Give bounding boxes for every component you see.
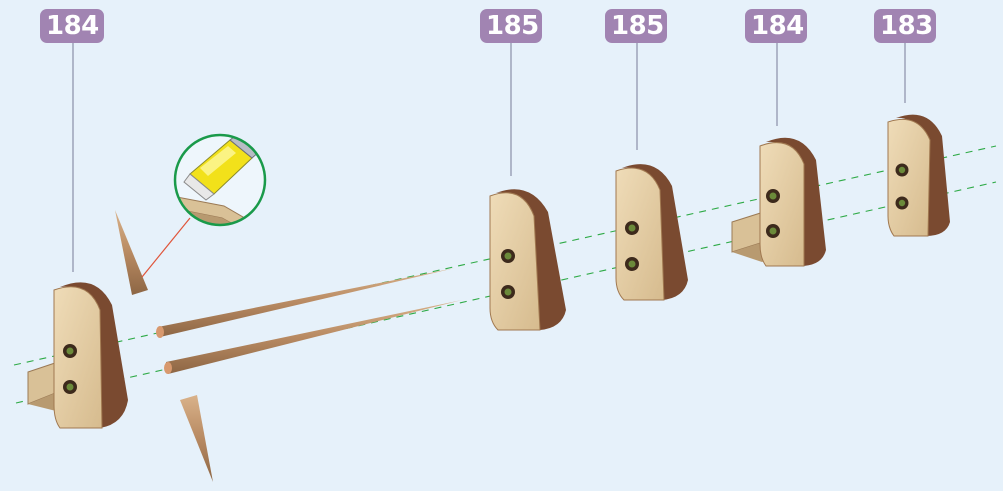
part-number-badge: 183 [874,9,936,43]
glue-callout [141,133,267,278]
peg-lower [180,395,213,482]
dowels [115,210,462,482]
part-number-badge: 185 [480,9,542,43]
part-number-badge: 184 [40,9,104,43]
part-183 [887,114,950,237]
dowel-upper [158,268,455,337]
upper-guide-line [13,145,997,366]
part-number-badge: 184 [745,9,807,43]
part-185-first [489,189,566,331]
callout-ring [173,133,267,227]
part-number-badge: 185 [605,9,667,43]
dowel-lower [166,300,462,374]
part-185-second [615,164,688,301]
callout-pointer [141,217,191,278]
leader-lines [72,43,906,272]
part-184-left [27,282,128,429]
part-184-right [731,137,826,267]
peg-upper [115,210,148,295]
lower-guide-line [15,181,997,404]
alignment-guides [13,145,997,404]
